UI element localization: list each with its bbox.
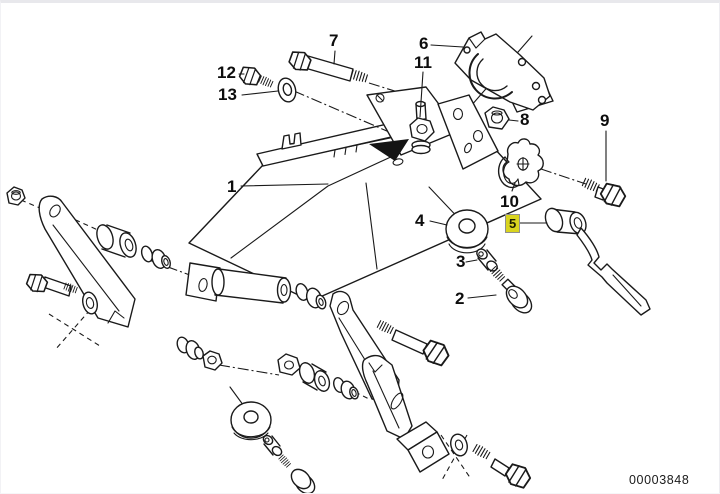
leader-lines	[238, 44, 607, 299]
diagram-artwork	[6, 31, 651, 493]
lower-grommet-assembly-shape	[229, 386, 316, 493]
lower-left-hardware-chain-shape	[176, 336, 359, 400]
callout-3[interactable]: 3	[456, 252, 466, 271]
part-2-bolt-shape	[489, 265, 533, 314]
part-11-nut-shape	[409, 117, 435, 155]
callout-9[interactable]: 9	[600, 111, 610, 130]
callout-7[interactable]: 7	[329, 31, 339, 50]
part-3-bushing-shape	[476, 248, 498, 272]
bracket-plate-shape	[437, 94, 499, 170]
callout-5[interactable]: 5	[505, 214, 521, 233]
part-8-nut-shape	[484, 106, 510, 130]
part-12-screw-shape	[237, 64, 274, 89]
callout-10[interactable]: 10	[500, 192, 519, 211]
part-13-washer-shape	[277, 77, 297, 103]
part-7-bolt-shape	[286, 48, 369, 84]
doc-number: 00003848	[629, 473, 690, 487]
part-6-clamp-shape	[454, 31, 551, 111]
part-10-cam-shape	[497, 138, 544, 189]
part-4-grommet-shape	[428, 186, 489, 254]
callout-13[interactable]: 13	[218, 85, 237, 104]
bracket-tube-shape	[185, 262, 292, 304]
callout-2[interactable]: 2	[455, 289, 465, 308]
callout-4[interactable]: 4	[415, 211, 425, 230]
callout-11[interactable]: 11	[414, 53, 432, 72]
part-9-bolt-shape	[581, 177, 629, 211]
lower-right-group-shape	[361, 354, 535, 492]
support-bracket-shape	[366, 86, 460, 161]
lower-bolt-shape	[376, 319, 453, 370]
callout-8[interactable]: 8	[520, 110, 530, 129]
callout-1[interactable]: 1	[227, 177, 237, 196]
left-arm-group-shape	[6, 186, 172, 328]
callout-12[interactable]: 12	[217, 63, 236, 82]
callout-6[interactable]: 6	[419, 34, 429, 53]
flanged-bushing-shape	[295, 283, 327, 310]
part-5-lever-shape	[544, 207, 651, 316]
